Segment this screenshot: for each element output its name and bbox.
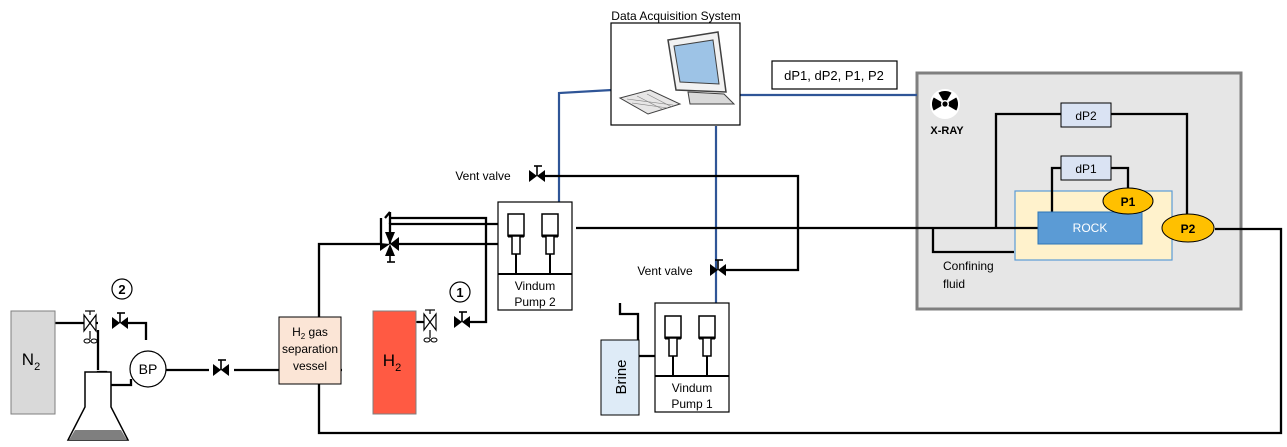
vent-valve-label-lower: Vent valve <box>637 264 693 278</box>
signals-label: dP1, dP2, P1, P2 <box>784 68 884 83</box>
valve-1-badge <box>449 281 471 303</box>
computer <box>610 22 741 126</box>
p2-label: P2 <box>1181 222 1196 236</box>
vent-valve-label-upper: Vent valve <box>455 169 511 183</box>
rock-label: ROCK <box>1073 221 1108 235</box>
p1-gauge <box>1102 187 1154 215</box>
sep-label-line1: H2 gas <box>292 325 328 341</box>
rock-sample <box>1037 211 1143 245</box>
signals-box <box>771 60 898 90</box>
h2-label-sub: 2 <box>395 362 401 374</box>
radiation-icon <box>930 89 960 119</box>
pump2-label-line2: Pump 2 <box>514 295 556 309</box>
bp-label: BP <box>139 361 158 377</box>
brine-label: Brine <box>613 359 630 394</box>
regulator-n2 <box>83 310 98 344</box>
p1-label: P1 <box>1121 195 1136 209</box>
p2-gauge <box>1161 213 1215 243</box>
h2-cylinder <box>372 310 417 415</box>
sep-label-sub: 2 <box>301 332 306 341</box>
vent-valve-upper <box>528 165 546 183</box>
n2-label-main: N <box>22 350 34 369</box>
vindum-pump-2 <box>497 201 573 311</box>
dp2-label: dP2 <box>1075 109 1097 123</box>
valve-1 <box>453 311 471 329</box>
flow-lines <box>55 112 1283 435</box>
valve-2-badge <box>111 278 133 300</box>
sep-label-line3: vessel <box>293 359 327 373</box>
valve-sep-outlet <box>212 359 230 377</box>
sep-label-h: H <box>292 325 301 339</box>
pump2-label-line1: Vindum <box>515 279 555 293</box>
dp2-box <box>1060 102 1112 128</box>
sep-label-line2: separation <box>282 342 338 356</box>
data-cables <box>557 88 917 303</box>
sep-label-tail: gas <box>305 325 328 339</box>
dp1-box <box>1060 155 1112 181</box>
valve-2 <box>111 312 129 330</box>
brine-tank <box>600 339 640 416</box>
three-way-valve <box>380 232 399 263</box>
n2-label: N2 <box>22 350 40 373</box>
pump1-label-line1: Vindum <box>672 381 712 395</box>
vent-valve-lower <box>709 259 727 277</box>
regulator-h2 <box>416 309 438 343</box>
daq-title: Data Acquisition System <box>611 9 740 23</box>
h2-label: H2 <box>383 351 401 374</box>
h2-label-main: H <box>383 351 395 370</box>
h2-separation-vessel <box>278 316 342 385</box>
confining-fluid-line2: fluid <box>943 277 965 291</box>
n2-label-sub: 2 <box>34 361 40 373</box>
valve-2-number: 2 <box>118 282 125 297</box>
vindum-pump-1 <box>654 302 730 413</box>
pump1-label-line2: Pump 1 <box>671 397 713 411</box>
dp1-label: dP1 <box>1075 162 1097 176</box>
xray-label: X-RAY <box>930 125 964 137</box>
valve-1-number: 1 <box>456 285 463 300</box>
collection-flask <box>66 370 133 441</box>
bp-regulator <box>129 350 167 388</box>
confining-fluid-line1: Confining <box>943 259 994 273</box>
n2-cylinder <box>10 310 56 415</box>
